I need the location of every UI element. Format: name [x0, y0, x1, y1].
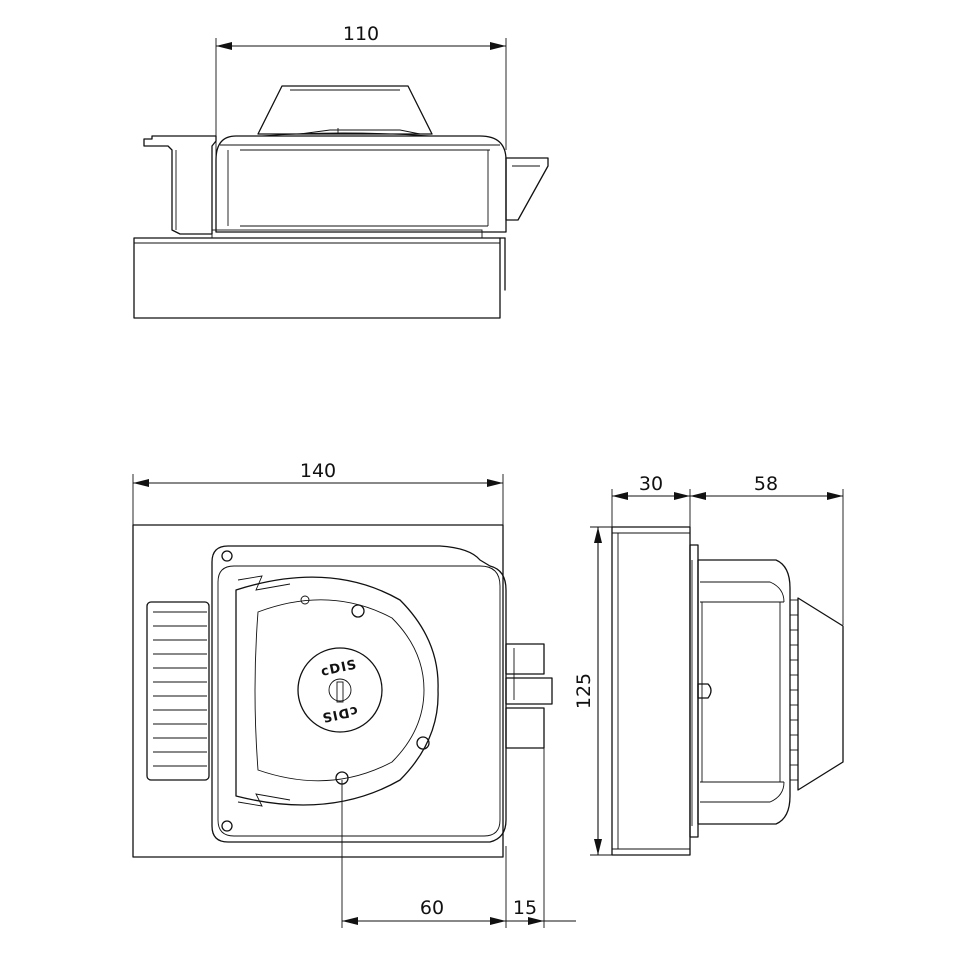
- front-view: 140: [132, 460, 576, 928]
- front-cylinder: cDIS cDIS: [297, 647, 383, 733]
- side-view: 30 58 125: [573, 473, 844, 856]
- dimension-side-depth-label: 30: [639, 473, 663, 495]
- side-housing: [697, 559, 791, 825]
- cylinder-brand-top: cDIS: [320, 657, 359, 679]
- front-grille: [146, 601, 210, 781]
- top-latch-bolt: [505, 157, 549, 221]
- dimension-knob-depth: 58: [690, 473, 844, 625]
- dimension-top-width: 110: [215, 23, 507, 190]
- dimension-key-offset-label: 60: [420, 897, 444, 919]
- shield-screw-right: [416, 736, 430, 750]
- dimension-height: 125: [573, 526, 612, 856]
- dimension-bolt-offset: 15: [506, 748, 576, 928]
- side-stud: [697, 683, 712, 699]
- front-latch-bolt: [505, 643, 553, 749]
- dimension-front-width: 140: [132, 460, 504, 525]
- dimension-key-offset: 60: [341, 780, 507, 928]
- front-screw-top-left: [221, 550, 233, 562]
- top-door-plate: [133, 237, 501, 319]
- top-knob: [257, 85, 433, 135]
- shield-screw-top: [351, 604, 365, 618]
- front-lock-case: [211, 545, 507, 843]
- side-knob: [797, 597, 844, 791]
- top-view: 110: [133, 23, 549, 319]
- side-knob-fins: [790, 599, 798, 781]
- dimension-bolt-offset-label: 15: [513, 897, 537, 919]
- front-shield: [235, 576, 439, 806]
- cylinder-brand-bottom: cDIS: [320, 702, 359, 724]
- dimension-side-depth: 30: [611, 473, 691, 528]
- side-lock-case: [689, 544, 699, 838]
- dimension-top-width-label: 110: [343, 23, 379, 45]
- dimension-front-width-label: 140: [300, 460, 336, 482]
- dimension-knob-depth-label: 58: [754, 473, 778, 495]
- top-mounting-flange: [143, 135, 217, 235]
- front-door-plate: [132, 524, 504, 858]
- side-door-plate: [611, 526, 691, 856]
- front-screw-bottom-left: [221, 820, 233, 832]
- dimension-height-label: 125: [573, 673, 595, 709]
